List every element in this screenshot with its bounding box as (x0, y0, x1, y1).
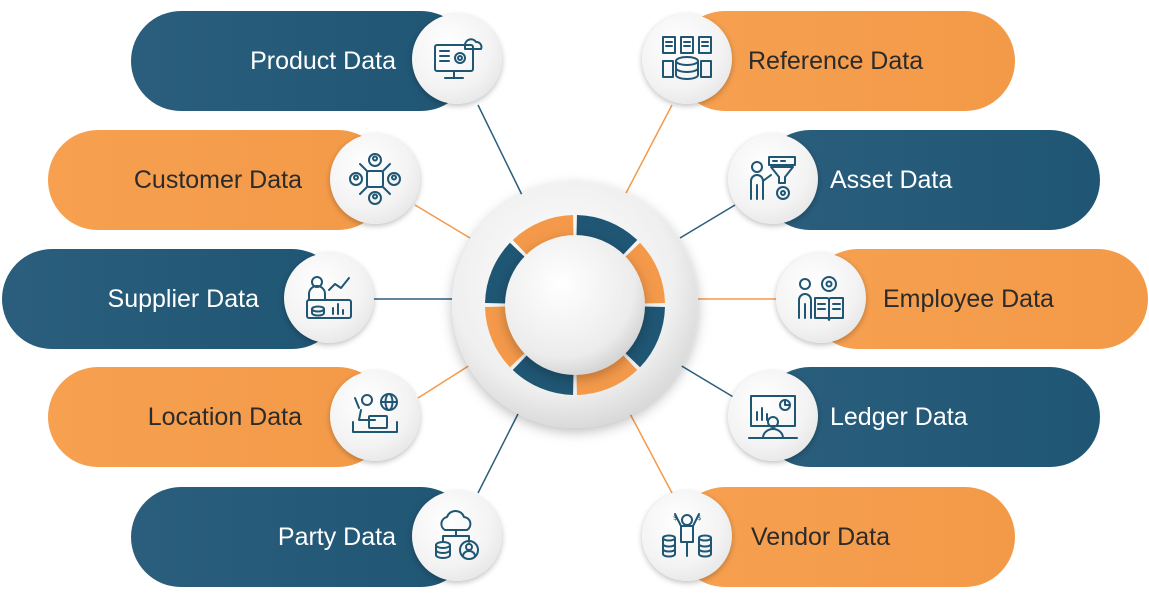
connector-product (477, 104, 523, 196)
connector-party (477, 409, 521, 494)
connector-asset (679, 204, 736, 239)
hub-ring-segment (576, 354, 638, 395)
label-supplier-data: Supplier Data (107, 284, 259, 313)
hub-ring (485, 215, 665, 395)
connector-reference (624, 104, 673, 196)
person-gear-book-icon (776, 253, 866, 343)
hub-inner-disc (505, 235, 645, 375)
label-ledger-data: Ledger Data (830, 402, 968, 431)
network-users-icon (330, 134, 420, 224)
person-coins-icon: $ $ (642, 491, 732, 581)
label-reference-data: Reference Data (748, 46, 924, 75)
connector-ledger (679, 364, 736, 399)
label-product-data: Product Data (250, 46, 396, 75)
hub-ring-segment (624, 242, 665, 304)
monitor-cloud-gear-icon (412, 14, 502, 104)
label-customer-data: Customer Data (133, 165, 302, 194)
hub-ring-segment (512, 215, 574, 256)
person-analytics-icon (284, 253, 374, 343)
label-asset-data: Asset Data (830, 165, 953, 194)
svg-text:$: $ (697, 514, 701, 522)
documents-database-icon (642, 14, 732, 104)
label-vendor-data: Vendor Data (751, 522, 890, 551)
connector-vendor (627, 409, 673, 494)
label-party-data: Party Data (277, 522, 396, 551)
label-location-data: Location Data (147, 402, 302, 431)
hub-ring-segment (624, 306, 665, 368)
hub-ring-segment (576, 215, 638, 256)
cloud-database-user-icon (412, 491, 502, 581)
person-laptop-globe-icon (330, 371, 420, 461)
connector-location (417, 364, 471, 399)
person-board-chart-icon (728, 371, 818, 461)
hub-ring-segment (512, 354, 574, 395)
hub-ring-segment (485, 242, 526, 304)
label-employee-data: Employee Data (883, 284, 1054, 313)
svg-text:$: $ (673, 514, 677, 522)
connector-customer (414, 204, 471, 239)
person-funnel-gear-icon (728, 134, 818, 224)
hub-ring-segment (485, 306, 526, 368)
